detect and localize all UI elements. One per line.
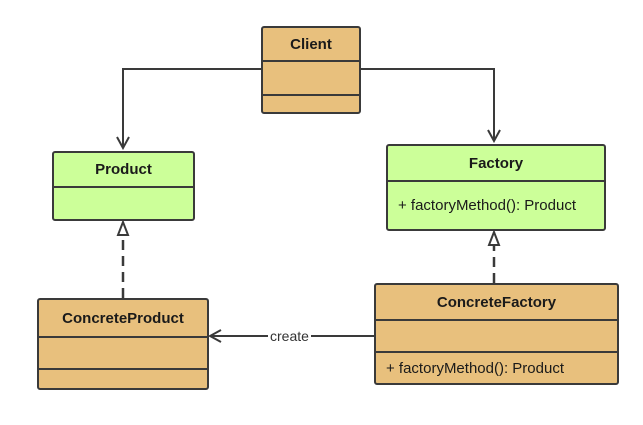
product-interface[interactable]: Product <box>52 151 195 221</box>
product-realization-arrowhead <box>116 219 130 236</box>
product-class-name: Product <box>95 161 152 178</box>
concrete-product-class[interactable]: ConcreteProduct <box>37 298 209 390</box>
create-edge-label: create <box>268 327 311 345</box>
factory-realization-arrowhead <box>487 229 501 246</box>
concrete-factory-class-name: ConcreteFactory <box>436 293 557 311</box>
concrete-factory-class[interactable]: ConcreteFactory + factoryMethod(): Produ… <box>374 283 619 385</box>
client-methods <box>263 94 359 112</box>
client-attributes <box>263 60 359 94</box>
factory-interface[interactable]: Factory + factoryMethod(): Product <box>386 144 606 231</box>
concrete-factory-attributes <box>376 319 617 351</box>
concrete-factory-method: + factoryMethod(): Product <box>376 351 617 383</box>
concrete-product-class-name: ConcreteProduct <box>62 309 184 327</box>
product-body <box>54 186 193 219</box>
factory-method: + factoryMethod(): Product <box>388 180 604 229</box>
client-to-factory-association <box>361 68 494 141</box>
client-class-name: Client <box>290 35 332 53</box>
concrete-product-attributes <box>39 336 207 368</box>
client-to-product-association <box>123 68 261 148</box>
concrete-product-methods <box>39 368 207 388</box>
client-class[interactable]: Client <box>261 26 361 114</box>
factory-class-name: Factory <box>468 154 524 172</box>
